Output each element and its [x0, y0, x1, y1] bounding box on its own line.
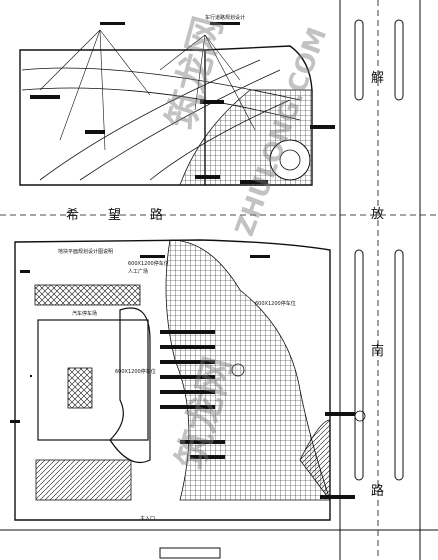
road-label-fang: 放: [371, 207, 385, 222]
annotation-entrance: 主入口: [140, 516, 156, 522]
annotation-mid2: 人工广场: [128, 269, 149, 275]
north-block: [19, 22, 335, 186]
annotation-top: 车行道路规划设计: [205, 15, 246, 21]
road-label-lu-2: 路: [371, 484, 385, 499]
annotation-mid: 600X1200停车位: [128, 261, 169, 267]
south-block: [10, 239, 366, 521]
annotation-left: 地块平面规划设计图说明: [58, 249, 114, 255]
road-label-jie: 解: [371, 71, 385, 86]
road-label-xi: 希: [66, 208, 80, 223]
road-label-nan: 南: [371, 344, 385, 359]
road-label-lu-1: 路: [150, 208, 164, 223]
road-label-wang: 望: [108, 208, 122, 223]
annotation-center: 600X1200停车位: [115, 369, 156, 375]
annotation-parking-note: 汽车停车场: [72, 311, 98, 317]
annotation-parking-right: 600X1200停车位: [255, 301, 296, 307]
